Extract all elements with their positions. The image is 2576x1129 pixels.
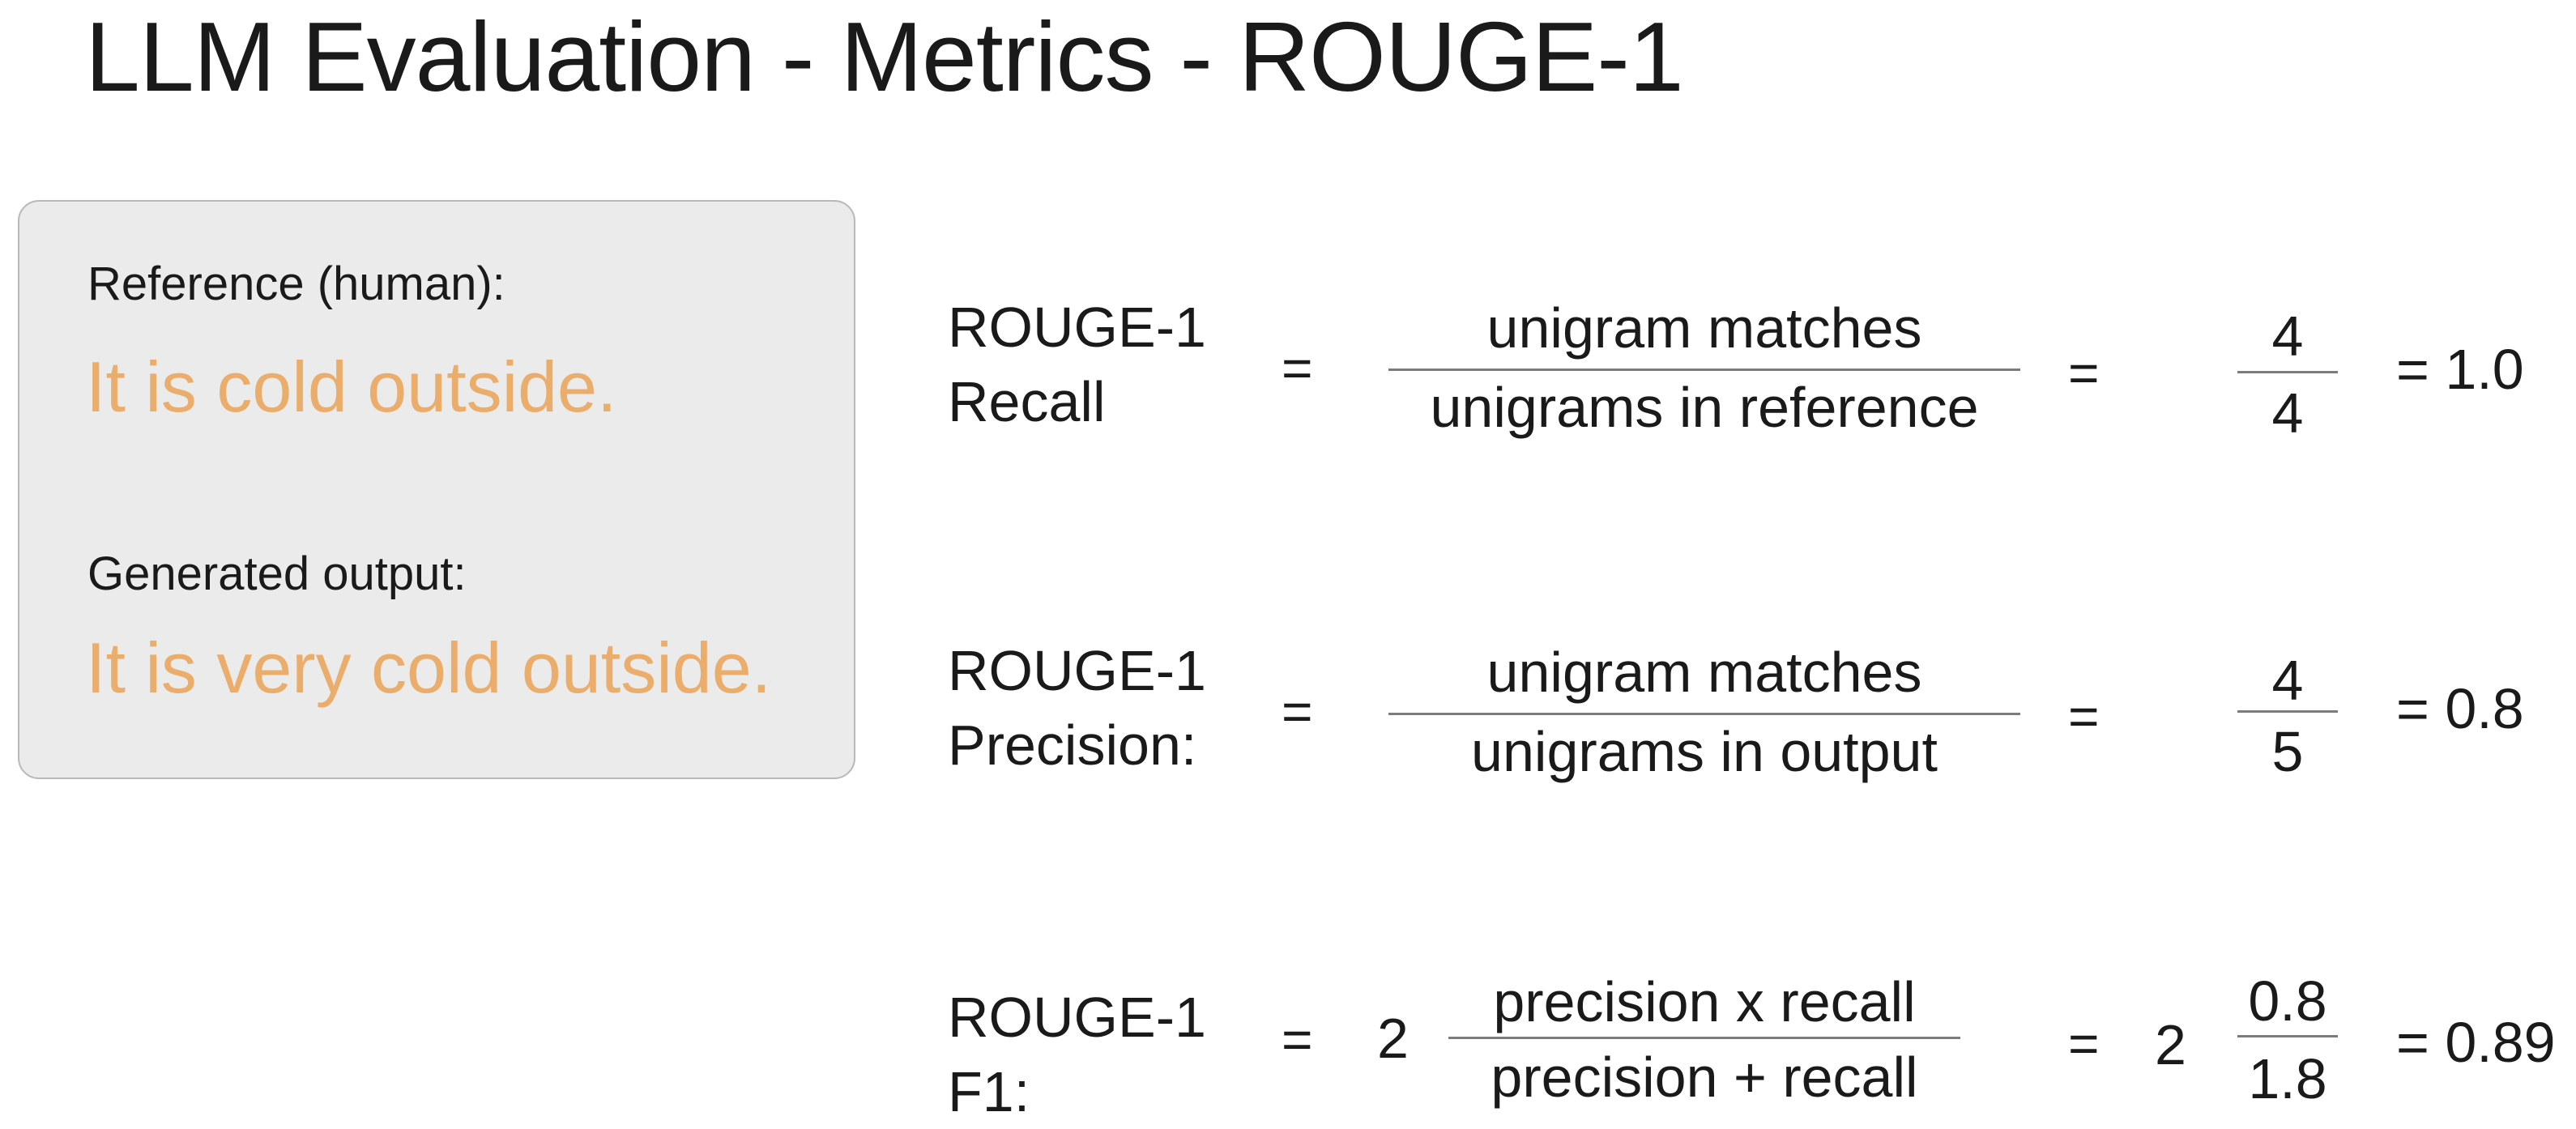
recall-formula-denominator: unigrams in reference [1430, 376, 1979, 439]
example-box [18, 200, 855, 779]
precision-formula-numerator: unigram matches [1486, 641, 1922, 704]
f1-formula-numerator: precision x recall [1493, 970, 1916, 1033]
f1-value-fraction-bar [2237, 1035, 2338, 1037]
recall-result: = 1.0 [2396, 338, 2524, 401]
precision-metric-name: ROUGE-1 Precision: [948, 633, 1206, 782]
f1-name-line1: ROUGE-1 [948, 986, 1206, 1049]
f1-value-numerator: 0.8 [2248, 969, 2327, 1033]
recall-name-line2: Recall [948, 370, 1106, 433]
f1-equals-2: = [2068, 1013, 2100, 1073]
precision-value-numerator: 4 [2271, 649, 2304, 712]
precision-formula-fraction-bar [1388, 713, 2020, 715]
precision-name-line2: Precision: [948, 714, 1197, 777]
precision-value-fraction-bar [2237, 710, 2338, 713]
recall-name-line1: ROUGE-1 [948, 296, 1206, 359]
f1-equals-1: = [1282, 1009, 1313, 1069]
precision-name-line1: ROUGE-1 [948, 639, 1206, 702]
recall-formula-numerator: unigram matches [1486, 296, 1922, 360]
precision-equals-1: = [1282, 681, 1313, 741]
reference-label: Reference (human): [87, 258, 505, 310]
f1-formula-coefficient: 2 [1377, 1007, 1409, 1070]
generated-label: Generated output: [87, 547, 467, 600]
generated-sentence: It is very cold outside. [86, 628, 772, 708]
precision-equals-2: = [2068, 686, 2100, 746]
f1-name-line2: F1: [948, 1060, 1030, 1123]
precision-formula-denominator: unigrams in output [1471, 720, 1938, 783]
f1-formula-fraction-bar [1448, 1037, 1960, 1039]
recall-equals-1: = [1282, 338, 1313, 398]
f1-formula-denominator: precision + recall [1491, 1046, 1918, 1109]
recall-equals-2: = [2068, 343, 2100, 403]
precision-result: = 0.8 [2396, 677, 2524, 740]
recall-value-fraction-bar [2237, 371, 2338, 373]
page-title: LLM Evaluation - Metrics - ROUGE-1 [85, 2, 1684, 112]
recall-value-numerator: 4 [2271, 305, 2304, 368]
f1-metric-name: ROUGE-1 F1: [948, 980, 1206, 1129]
recall-formula-fraction-bar [1388, 369, 2020, 371]
recall-value-denominator: 4 [2271, 381, 2304, 445]
reference-sentence: It is cold outside. [86, 347, 617, 427]
f1-value-coefficient: 2 [2155, 1013, 2186, 1076]
f1-value-denominator: 1.8 [2248, 1047, 2327, 1110]
precision-value-denominator: 5 [2271, 720, 2304, 783]
f1-result: = 0.89 [2396, 1011, 2556, 1074]
recall-metric-name: ROUGE-1 Recall [948, 290, 1206, 439]
